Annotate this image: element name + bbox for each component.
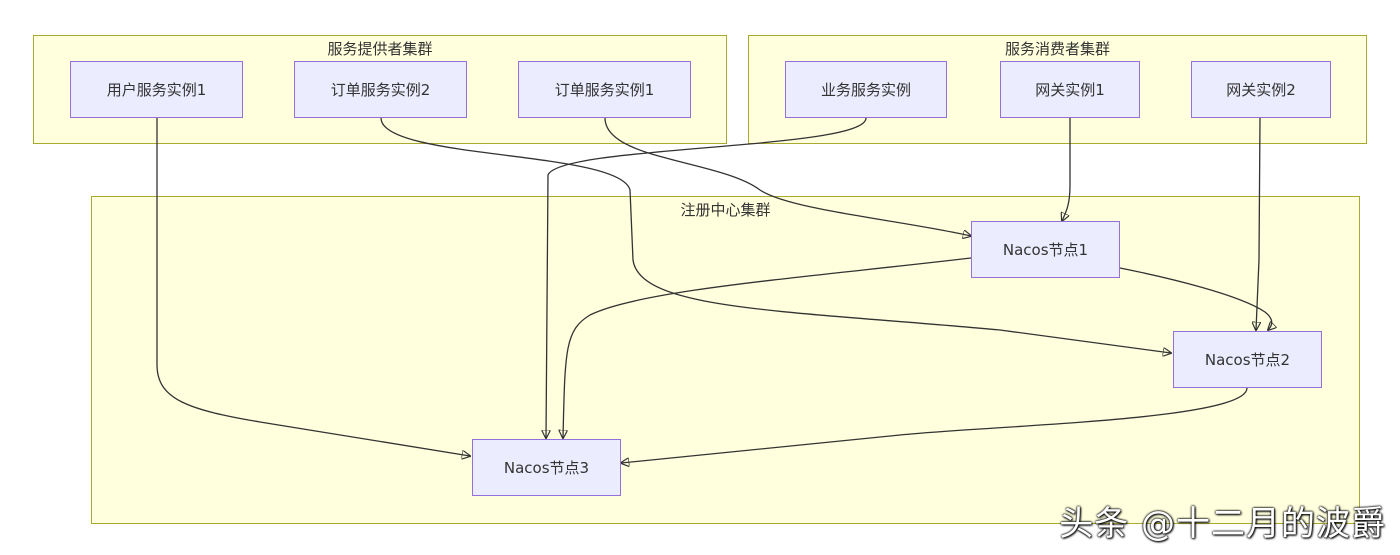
edge-order1-nacos1 — [604, 117, 971, 236]
node-gateway-1: 网关实例1 — [1000, 61, 1140, 118]
provider-cluster-label: 服务提供者集群 — [327, 40, 433, 58]
registry-cluster-label: 注册中心集群 — [680, 201, 771, 219]
edge-gw2-nacos2 — [1256, 117, 1260, 330]
watermark: 头条 @十二月的波爵 — [1059, 504, 1386, 544]
node-nacos-3: Nacos节点3 — [472, 439, 621, 496]
node-order-service-1: 订单服务实例1 — [518, 61, 691, 118]
edge-gw1-nacos1 — [1062, 118, 1071, 221]
node-nacos-2: Nacos节点2 — [1173, 331, 1322, 388]
node-user-service-1: 用户服务实例1 — [70, 61, 243, 118]
edge-user1-nacos3 — [156, 118, 470, 456]
node-nacos-1: Nacos节点1 — [971, 221, 1120, 278]
edge-nacos1-nacos2 — [1119, 267, 1272, 330]
edge-order2-nacos2 — [380, 117, 1171, 353]
node-order-service-2: 订单服务实例2 — [294, 61, 467, 118]
edge-nacos1-nacos3 — [563, 257, 972, 438]
consumer-cluster-label: 服务消费者集群 — [1004, 40, 1110, 58]
edge-nacos2-nacos3 — [621, 387, 1248, 463]
edge-biz-nacos3 — [546, 117, 867, 438]
node-business-service: 业务服务实例 — [785, 61, 947, 118]
node-gateway-2: 网关实例2 — [1191, 61, 1331, 118]
registry-cluster: 注册中心集群 — [91, 196, 1360, 524]
